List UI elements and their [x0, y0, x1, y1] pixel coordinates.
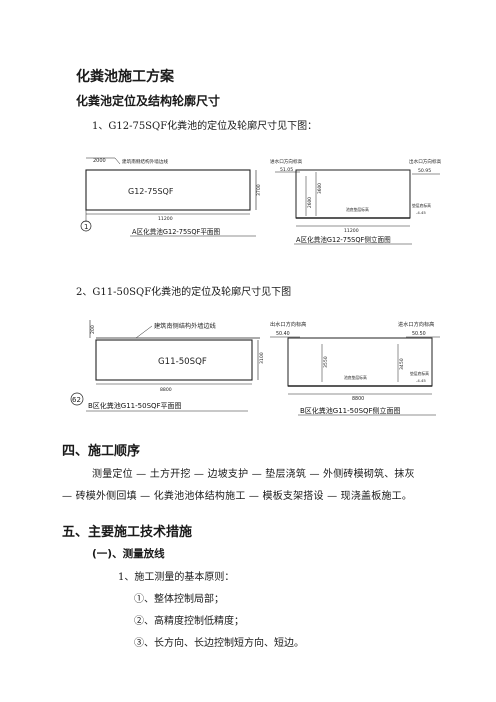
doc-title: 化粪池施工方案 [76, 69, 174, 85]
plan2-height: 3100 [259, 352, 265, 364]
section-heading-location: 化粪池定位及结构轮廓尺寸 [76, 94, 221, 108]
elev-dim-a: 2600 [307, 197, 313, 208]
sequence-line-2: — 砖模外侧回填 — 化粪池池体结构施工 — 模板支架搭设 — 现浇盖板施工。 [62, 491, 413, 502]
elev-out-label: 出水口方向标高 [409, 158, 442, 165]
para-g12: 1、G12-75SQF化粪池的定位及轮廓尺寸见下图： [92, 121, 318, 132]
section-heading-measures: 五、主要施工技术措施 [62, 525, 193, 540]
plan-height: 3700 [256, 184, 262, 196]
plan2-caption: B区化粪池G11-50SQF平面图 [88, 401, 182, 410]
elevation-view-g12: 进水口方向标高 51.05 出水口方向标高 50.95 2600 3600 池底… [270, 158, 442, 245]
elev-in-elev: 51.05 [280, 167, 293, 173]
elev2-dim-a: 3550 [323, 356, 329, 368]
elev-right-val: -4.45 [416, 210, 426, 215]
plan-length: 11200 [158, 216, 173, 222]
elev2-in-label: 出水口方向标高 [270, 320, 306, 328]
elev2-length: 8800 [352, 396, 364, 402]
elev2-out-elev: 50.50 [412, 331, 426, 337]
plan-axis: 1 [84, 223, 88, 231]
elev2-bottom-note: 池底垫层标高 [344, 375, 367, 380]
axis-marker [80, 220, 92, 232]
plan2-wall-label: 建筑南侧结构外墙边线 [154, 322, 216, 330]
elev2-out-label: 进水口方向标高 [398, 320, 434, 328]
list-item: ②、高精度控制低精度； [134, 616, 244, 627]
elev2-dim-b: 3450 [399, 358, 405, 370]
elev2-right-val: -4.45 [416, 378, 426, 383]
elev-bottom-note: 池底垫层标高 [346, 207, 369, 212]
list-item: ③、长方向、长边控制短方向、短边。 [134, 638, 304, 649]
plan2-model: G11-50SQF [158, 357, 207, 367]
plan2-offset: 200 [90, 325, 96, 334]
elev-in-label: 进水口方向标高 [270, 158, 303, 165]
elev-caption: A区化粪池G12-75SQF侧立面图 [296, 235, 391, 244]
elevation-view-g11: 出水口方向标高 50.40 进水口方向标高 50.50 3550 3450 池底… [270, 320, 440, 416]
sequence-line-1: 测量定位 — 土方开挖 — 边坡支护 — 垫层浇筑 — 外侧砖模砌筑、抹灰 [92, 469, 415, 480]
plan-model: G12-75SQF [128, 187, 174, 196]
para-g11: 2、G11-50SQF化粪池的定位及轮廓尺寸见下图 [76, 287, 292, 298]
figure-g11-drawings: 200 建筑南侧结构外墙边线 G11-50SQF 3100 8800 62 B区… [70, 320, 440, 416]
plan2-axis: 62 [72, 396, 81, 404]
section-heading-sequence: 四、施工顺序 [62, 444, 141, 459]
subsection-survey: (一)、测量放线 [92, 548, 165, 560]
figure-g12-drawings: 2000 建筑南侧结构外墙边线 G12-75SQF 3700 11200 1 A… [80, 157, 442, 245]
elev2-caption: B区化粪池G11-50SQF侧立面图 [300, 406, 401, 415]
elev-dim-b: 3600 [317, 183, 323, 194]
elev-length: 11200 [344, 228, 359, 234]
list-item: 1、施工测量的基本原则： [118, 572, 235, 583]
plan-view-g11: 200 建筑南侧结构外墙边线 G11-50SQF 3100 8800 62 B区… [70, 320, 265, 412]
elev-out-elev: 50.95 [418, 168, 431, 174]
elev2-right-note: 垫层底标高 [410, 371, 429, 376]
plan-wall-label: 建筑南侧结构外墙边线 [122, 158, 168, 165]
elev-right-note: 垫层底标高 [412, 203, 431, 208]
axis-marker [70, 392, 84, 406]
list-item: ①、整体控制局部； [134, 594, 224, 605]
plan-offset: 2000 [93, 158, 106, 164]
plan-view-g12: 2000 建筑南侧结构外墙边线 G12-75SQF 3700 11200 1 A… [80, 157, 262, 237]
elev2-in-elev: 50.40 [276, 331, 290, 337]
plan2-length: 8800 [160, 387, 172, 393]
plan-caption: A区化粪池G12-75SQF平面图 [132, 227, 221, 236]
